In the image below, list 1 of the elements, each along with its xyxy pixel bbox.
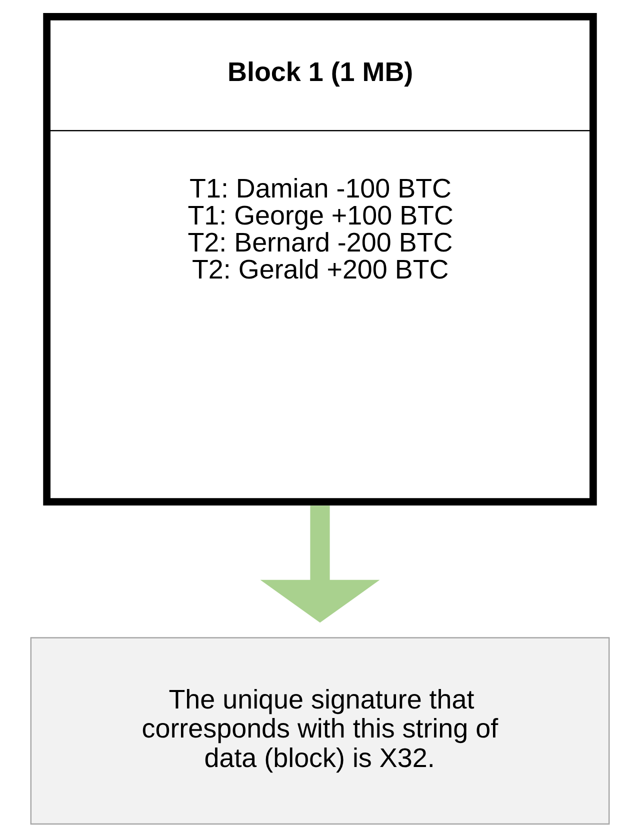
arrow (260, 506, 380, 623)
